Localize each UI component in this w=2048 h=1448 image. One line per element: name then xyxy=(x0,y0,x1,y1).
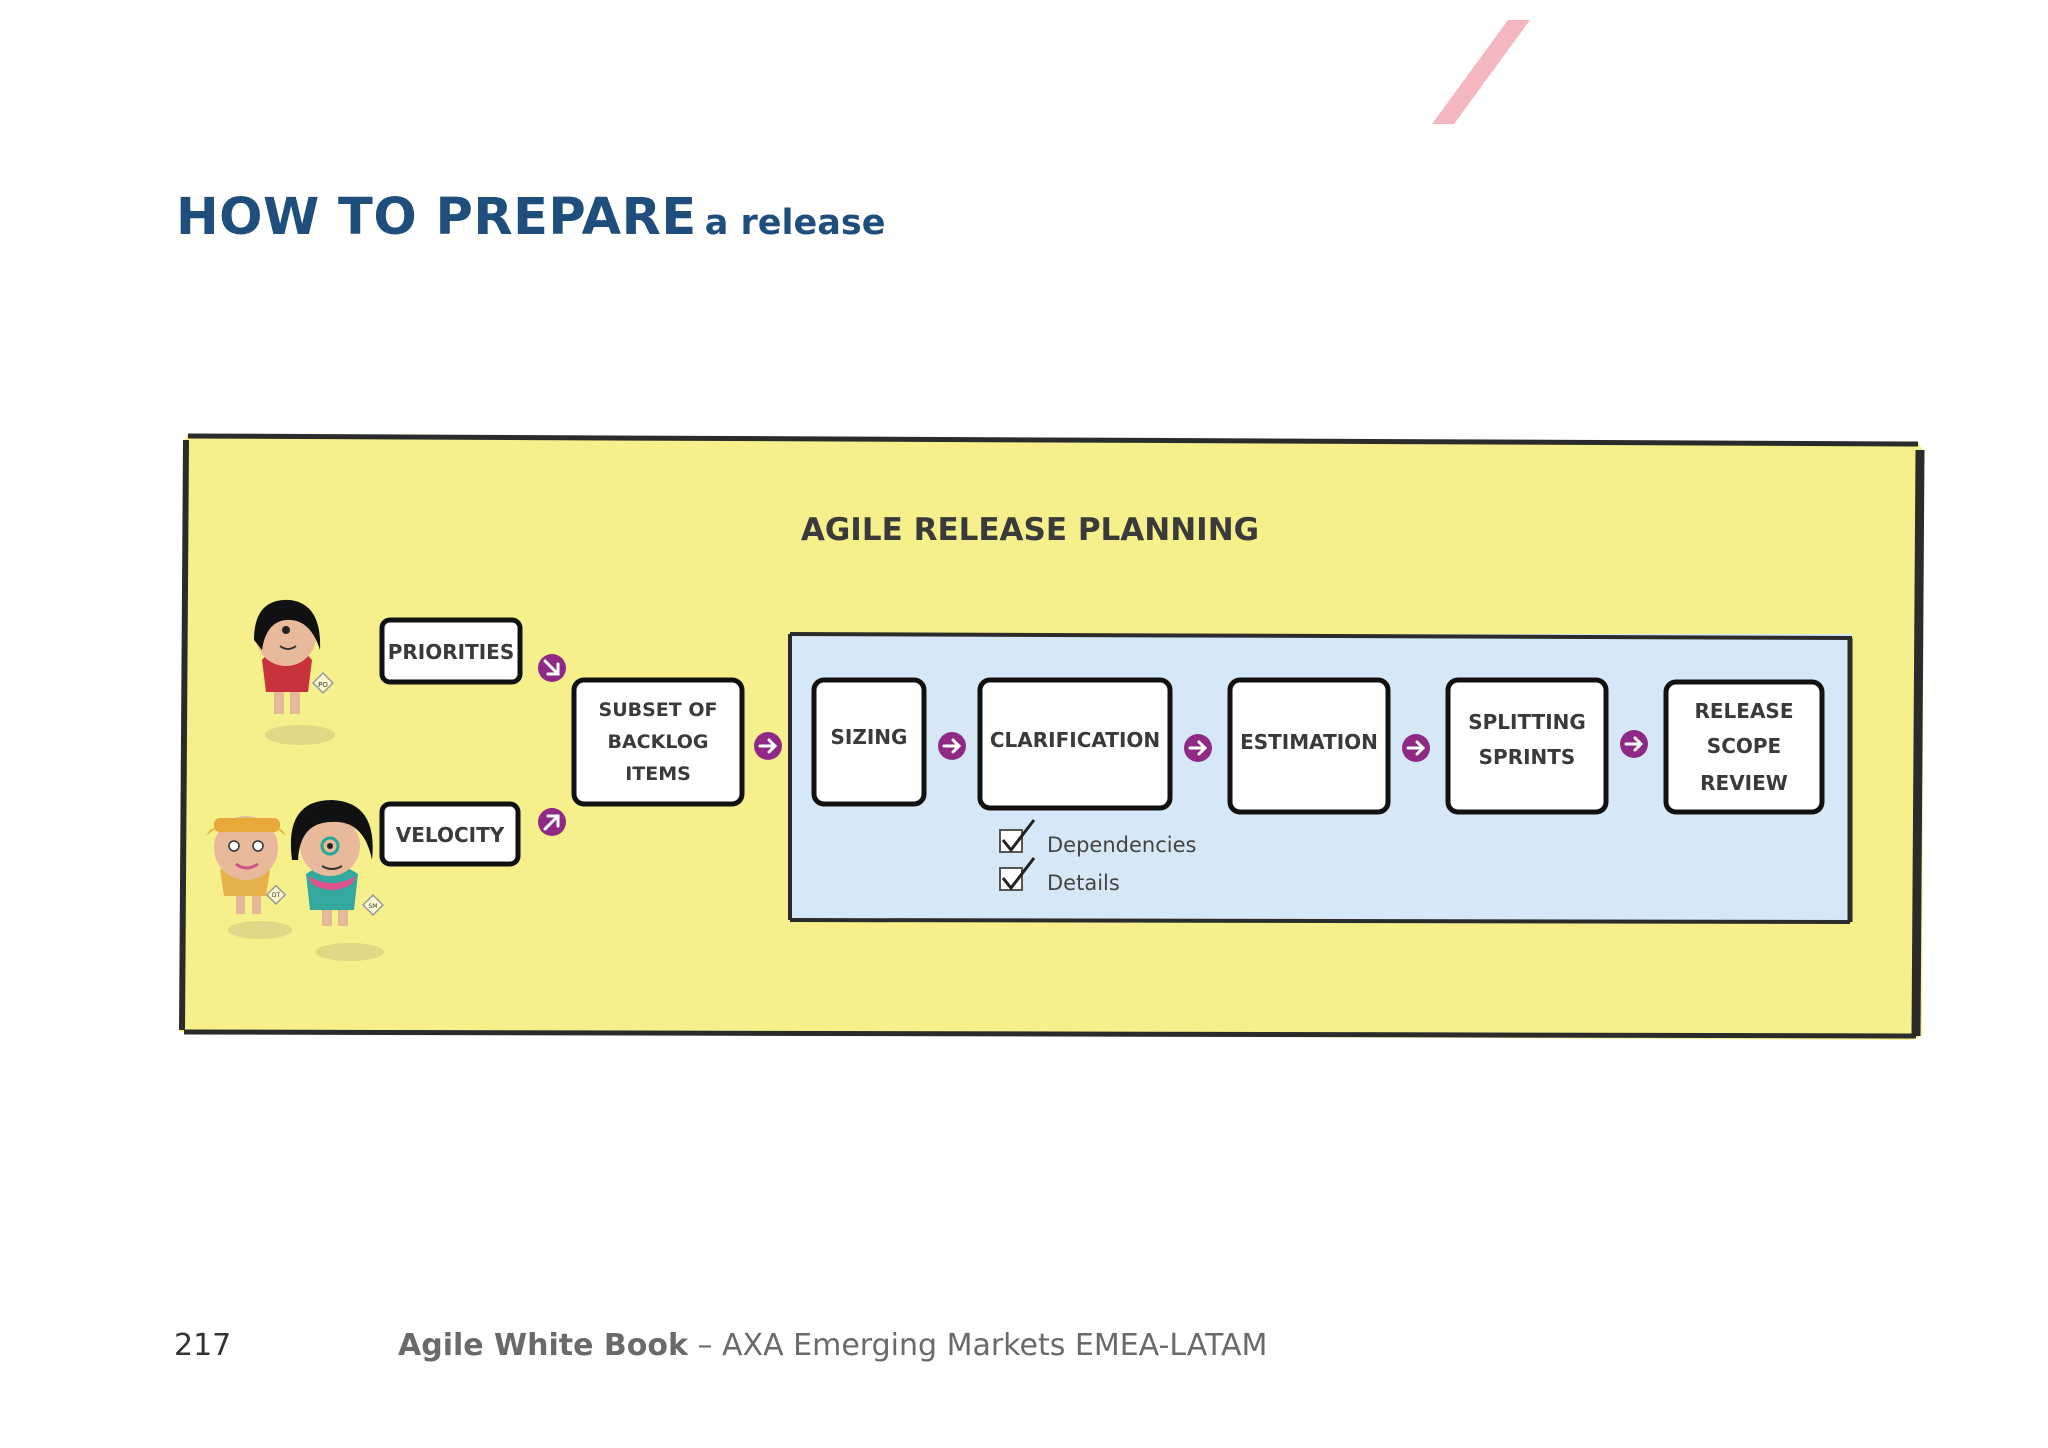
step-clarification-label: CLARIFICATION xyxy=(990,728,1160,752)
page-title-sub: a release xyxy=(704,203,886,243)
step-release-scope-review-box: RELEASE SCOPE REVIEW xyxy=(1663,679,1825,815)
checklist-item: Dependencies xyxy=(999,819,1196,857)
arrow-right-icon xyxy=(754,732,782,760)
scrum-master-avatar: SM xyxy=(290,800,384,961)
product-owner-avatar: PO xyxy=(254,599,335,745)
step-clarification-box: CLARIFICATION xyxy=(977,677,1173,811)
sm-badge: SM xyxy=(369,903,378,910)
checkbox-checked-icon xyxy=(999,819,1036,853)
page-number: 217 xyxy=(174,1328,232,1363)
arrow-down-right-icon xyxy=(538,654,566,682)
checklist-item: Details xyxy=(999,857,1120,895)
step-release-line-2: SCOPE xyxy=(1707,734,1781,758)
arrow-right-icon xyxy=(1184,734,1212,762)
page-title-main: HOW TO PREPARE xyxy=(176,188,697,247)
footer-org: AXA Emerging Markets EMEA-LATAM xyxy=(722,1328,1268,1363)
diagram-heading: AGILE RELEASE PLANNING xyxy=(801,512,1259,548)
arrow-right-icon xyxy=(938,732,966,760)
checklist-dependencies: Dependencies xyxy=(1047,833,1196,857)
step-splitting-sprints-box: SPLITTING SPRINTS xyxy=(1445,677,1609,815)
footer-book-title: Agile White Book xyxy=(398,1328,688,1363)
step-estimation-label: ESTIMATION xyxy=(1240,730,1378,754)
step-sizing-label: SIZING xyxy=(831,725,908,749)
po-badge: PO xyxy=(318,681,328,689)
step-sizing-box: SIZING xyxy=(811,677,927,807)
subset-line-2: BACKLOG xyxy=(607,731,708,753)
priorities-box: PRIORITIES xyxy=(379,617,523,685)
subset-line-1: SUBSET OF xyxy=(599,699,718,721)
dt-badge: DT xyxy=(272,892,281,899)
step-splitting-line-2: SPRINTS xyxy=(1479,745,1576,769)
velocity-label: VELOCITY xyxy=(396,823,505,847)
development-team-avatar: DT xyxy=(206,816,292,939)
velocity-box: VELOCITY xyxy=(379,801,521,867)
checkbox-checked-icon xyxy=(999,857,1036,891)
checklist-details: Details xyxy=(1047,871,1120,895)
arrow-right-icon xyxy=(1402,734,1430,762)
subset-line-3: ITEMS xyxy=(625,763,691,785)
arrow-up-right-icon xyxy=(538,808,566,836)
step-splitting-line-1: SPLITTING xyxy=(1468,710,1586,734)
step-release-line-3: REVIEW xyxy=(1700,771,1788,795)
priorities-label: PRIORITIES xyxy=(388,640,515,664)
step-estimation-box: ESTIMATION xyxy=(1227,677,1391,815)
footer-separator: – xyxy=(687,1328,723,1363)
arrow-right-icon xyxy=(1620,730,1648,758)
step-release-line-1: RELEASE xyxy=(1694,699,1793,723)
footer-text: Agile White Book – AXA Emerging Markets … xyxy=(398,1328,1267,1363)
subset-box: SUBSET OF BACKLOG ITEMS xyxy=(571,677,745,807)
